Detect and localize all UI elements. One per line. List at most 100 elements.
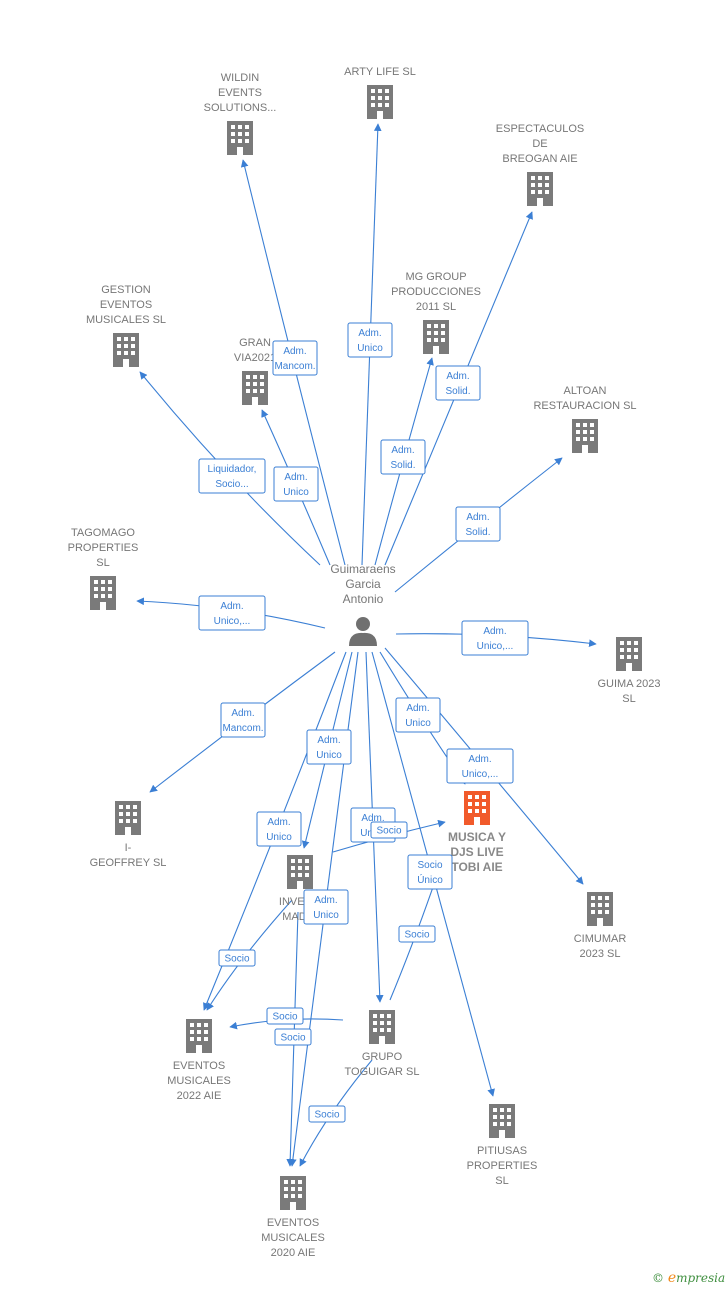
company-label-line: PRODUCCIONES bbox=[391, 286, 481, 298]
company-label-line: CIMUMAR bbox=[574, 933, 627, 945]
building-icon bbox=[367, 85, 393, 119]
company-label-line: PROPERTIES bbox=[467, 1160, 538, 1172]
company-label-line: MUSICALES SL bbox=[86, 314, 166, 326]
relation-label-r-socio-inv-20[interactable]: Socio bbox=[274, 1028, 312, 1046]
company-label-line: MUSICALES bbox=[167, 1075, 231, 1087]
relation-label-r-socio-tog-mus[interactable]: Socio bbox=[398, 925, 436, 943]
relation-text-line: Adm. bbox=[446, 371, 469, 382]
relation-text-line: Adm. bbox=[283, 346, 306, 357]
relation-text-line: Adm. bbox=[284, 472, 307, 483]
relation-label-r-wildin[interactable]: Adm. Mancom. bbox=[272, 340, 318, 376]
relation-text-line: Adm. bbox=[358, 328, 381, 339]
relation-label-r-mg[interactable]: Adm.Solid. bbox=[380, 439, 426, 475]
building-icon bbox=[90, 576, 116, 610]
relation-label-r-cimumar[interactable]: Adm. Unico,... bbox=[446, 748, 514, 784]
company-label-line: SOLUTIONS... bbox=[204, 102, 277, 114]
relation-text-line: Unico bbox=[313, 910, 339, 921]
relation-text-line: Unico bbox=[283, 487, 309, 498]
relation-label-r-guima[interactable]: Adm.Unico,... bbox=[461, 620, 529, 656]
relation-text-line: Unico,... bbox=[462, 769, 499, 780]
copyright-symbol: © bbox=[652, 1271, 664, 1285]
building-icon bbox=[572, 419, 598, 453]
relation-label-r-geoffrey[interactable]: Adm.Mancom. bbox=[220, 702, 266, 738]
relation-text-line: Adm. bbox=[391, 445, 414, 456]
company-label-line: EVENTS bbox=[218, 87, 262, 99]
company-label-line: GUIMA 2023 bbox=[598, 678, 661, 690]
relation-text-line: Adm. bbox=[267, 817, 290, 828]
relation-label-r-arty[interactable]: Adm.Unico bbox=[347, 322, 393, 358]
company-label-line: GESTION bbox=[101, 284, 151, 296]
person-label-line: Garcia bbox=[345, 577, 381, 591]
building-icon bbox=[113, 333, 139, 367]
relation-label-r-gestion[interactable]: Liquidador,Socio... bbox=[198, 458, 266, 494]
company-node-wildin[interactable]: WILDINEVENTSSOLUTIONS... bbox=[204, 72, 277, 155]
relation-text-line: Socio bbox=[224, 954, 249, 965]
company-node-mg[interactable]: MG GROUP PRODUCCIONES 2011 SL bbox=[391, 271, 481, 354]
relation-text-line: Socio bbox=[272, 1012, 297, 1023]
relation-text-line: Socio bbox=[417, 860, 442, 871]
relation-label-r-tagomago[interactable]: Adm.Unico,... bbox=[198, 595, 266, 631]
building-icon bbox=[423, 320, 449, 354]
relation-text-line: Socio bbox=[376, 826, 401, 837]
company-node-gestion[interactable]: GESTION EVENTOS MUSICALES SL bbox=[86, 284, 166, 367]
building-icon bbox=[186, 1019, 212, 1053]
company-label-line: EVENTOS bbox=[100, 299, 152, 311]
company-label-line: DE bbox=[532, 138, 547, 150]
relation-text-line: Unico bbox=[316, 750, 342, 761]
company-label-line: ESPECTACULOS bbox=[496, 123, 584, 135]
company-label-line: MUSICALES bbox=[261, 1232, 325, 1244]
company-node-geoffrey[interactable]: I-GEOFFREY SL bbox=[90, 801, 167, 869]
building-icon bbox=[115, 801, 141, 835]
company-node-toguigar[interactable]: GRUPO TOGUIGAR SL bbox=[345, 1010, 420, 1078]
relation-label-r-socio-tog-22[interactable]: Socio bbox=[266, 1007, 304, 1025]
company-label-line: PITIUSAS bbox=[477, 1145, 527, 1157]
relation-label-r-socio-inv-mus[interactable]: Socio bbox=[370, 821, 408, 839]
company-label-line: TAGOMAGO bbox=[71, 527, 135, 539]
company-label-line: ARTY LIFE SL bbox=[344, 66, 416, 78]
company-label-line: TOGUIGAR SL bbox=[345, 1066, 420, 1078]
relation-label-r-ev2020[interactable]: Adm. Unico bbox=[303, 889, 349, 925]
person-icon bbox=[349, 617, 377, 646]
relation-label-r-musica[interactable]: Adm.Unico bbox=[395, 697, 441, 733]
company-label-line: EVENTOS bbox=[173, 1060, 225, 1072]
company-label-line: BREOGAN AIE bbox=[502, 153, 577, 165]
company-label-line: 2022 AIE bbox=[177, 1090, 222, 1102]
relation-text-line: Unico bbox=[266, 832, 292, 843]
company-label-line: DJS LIVE bbox=[450, 845, 503, 859]
relation-label-r-socio-inv-22[interactable]: Socio bbox=[218, 949, 256, 967]
company-label-line: I- bbox=[125, 842, 132, 854]
company-label-line: EVENTOS bbox=[267, 1217, 319, 1229]
company-label-line: GRUPO bbox=[362, 1051, 403, 1063]
relation-label-r-espect[interactable]: Adm.Solid. bbox=[435, 365, 481, 401]
relation-text-line: Unico bbox=[405, 718, 431, 729]
company-node-eventos2022[interactable]: EVENTOS MUSICALES 2022 AIE bbox=[167, 1019, 231, 1102]
company-node-arty[interactable]: ARTY LIFE SL bbox=[344, 66, 416, 119]
person-label-line: Antonio bbox=[343, 592, 384, 606]
relation-text-line: Unico,... bbox=[477, 641, 514, 652]
company-label-line: VIA2021 bbox=[234, 352, 276, 364]
relation-text-line: Adm. bbox=[468, 754, 491, 765]
relation-label-r-granvia[interactable]: Adm. Unico bbox=[273, 466, 319, 502]
company-label-line: 2011 SL bbox=[416, 301, 456, 313]
relation-text-line: Adm. bbox=[314, 895, 337, 906]
company-label-line: MG GROUP bbox=[405, 271, 466, 283]
relation-label-r-invergu[interactable]: Adm.Unico bbox=[306, 729, 352, 765]
relation-text-line: Mancom. bbox=[274, 361, 315, 372]
relation-text-line: Socio bbox=[280, 1033, 305, 1044]
relation-label-r-socio-tog-20[interactable]: Socio bbox=[308, 1105, 346, 1123]
company-node-espectaculos[interactable]: ESPECTACULOS DE BREOGAN AIE bbox=[496, 123, 584, 206]
empresia-watermark: © empresia bbox=[652, 1270, 725, 1286]
relation-label-r-ev2022[interactable]: Adm. Unico bbox=[256, 811, 302, 847]
relation-label-r-altoan[interactable]: Adm.Solid. bbox=[455, 506, 501, 542]
building-icon bbox=[280, 1176, 306, 1210]
